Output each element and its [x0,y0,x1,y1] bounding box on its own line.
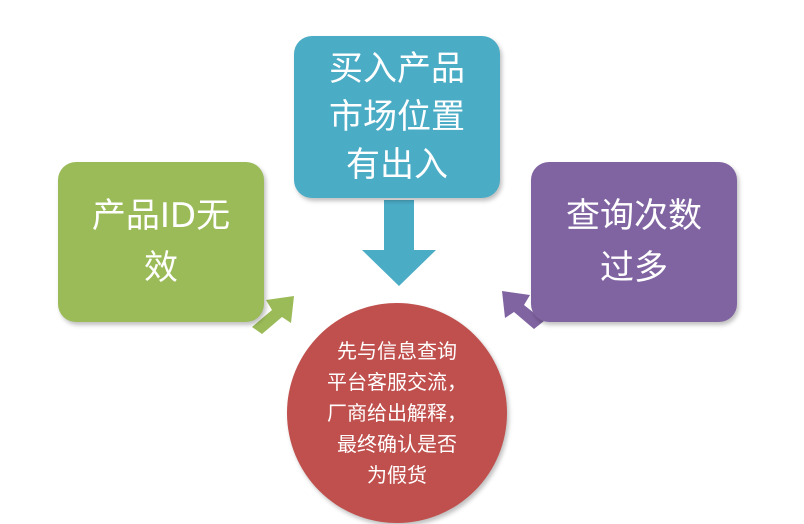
market-position-mismatch-box: 买入产品 市场位置 有出入 [294,36,500,198]
too-many-queries-box: 查询次数 过多 [531,162,737,322]
arrow-down-right-icon [252,296,294,334]
arrow-down-icon [362,200,436,286]
verification-text: 先与信息查询 平台客服交流， 厂商给出解释， 最终确认是否 为假货 [327,338,467,487]
arrow-down-left-icon [502,291,544,329]
invalid-product-id-text: 产品ID无 效 [91,196,231,288]
too-many-queries-text: 查询次数 过多 [566,196,702,288]
market-position-mismatch-text: 买入产品 市场位置 有出入 [329,49,465,185]
verification-circle: 先与信息查询 平台客服交流， 厂商给出解释， 最终确认是否 为假货 [287,303,507,523]
invalid-product-id-box: 产品ID无 效 [58,162,264,322]
